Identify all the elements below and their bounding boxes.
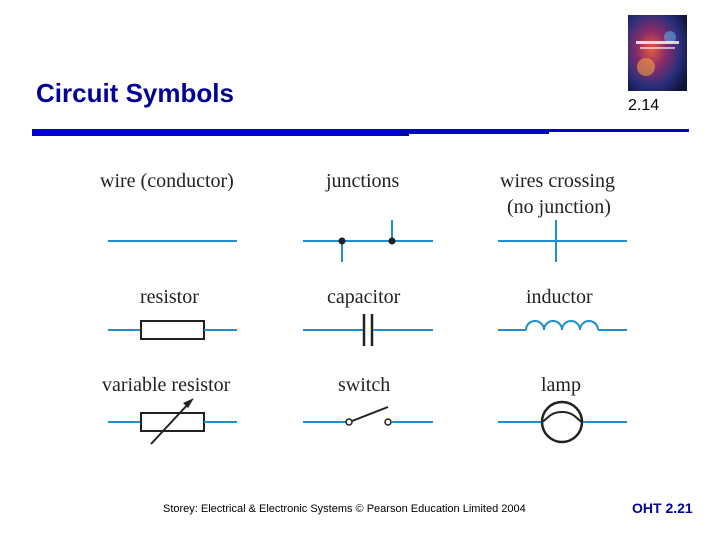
junctions-symbol — [303, 220, 433, 262]
footer-credit: Storey: Electrical & Electronic Systems … — [163, 503, 526, 515]
oht-number: OHT 2.21 — [632, 500, 693, 516]
label-wires-crossing: wires crossing — [500, 170, 615, 192]
label-variable-resistor: variable resistor — [102, 374, 231, 396]
resistor-symbol — [108, 320, 237, 340]
capacitor-symbol — [303, 314, 433, 346]
label-capacitor: capacitor — [327, 286, 401, 308]
slide-number: 2.14 — [628, 97, 660, 114]
book-cover-image — [628, 15, 687, 91]
label-switch: switch — [338, 374, 391, 396]
slide-title: Circuit Symbols — [36, 78, 234, 108]
wires-crossing-symbol — [498, 220, 627, 262]
title-underline — [32, 123, 689, 136]
label-resistor: resistor — [140, 286, 199, 308]
lamp-symbol — [498, 400, 627, 444]
label-junctions: junctions — [326, 170, 400, 192]
label-inductor: inductor — [526, 286, 593, 308]
label-wire: wire (conductor) — [100, 170, 234, 192]
variable-resistor-symbol — [108, 398, 237, 445]
label-no-junction: (no junction) — [507, 196, 611, 218]
switch-symbol — [303, 406, 433, 426]
inductor-symbol — [498, 320, 627, 331]
label-lamp: lamp — [541, 374, 581, 396]
